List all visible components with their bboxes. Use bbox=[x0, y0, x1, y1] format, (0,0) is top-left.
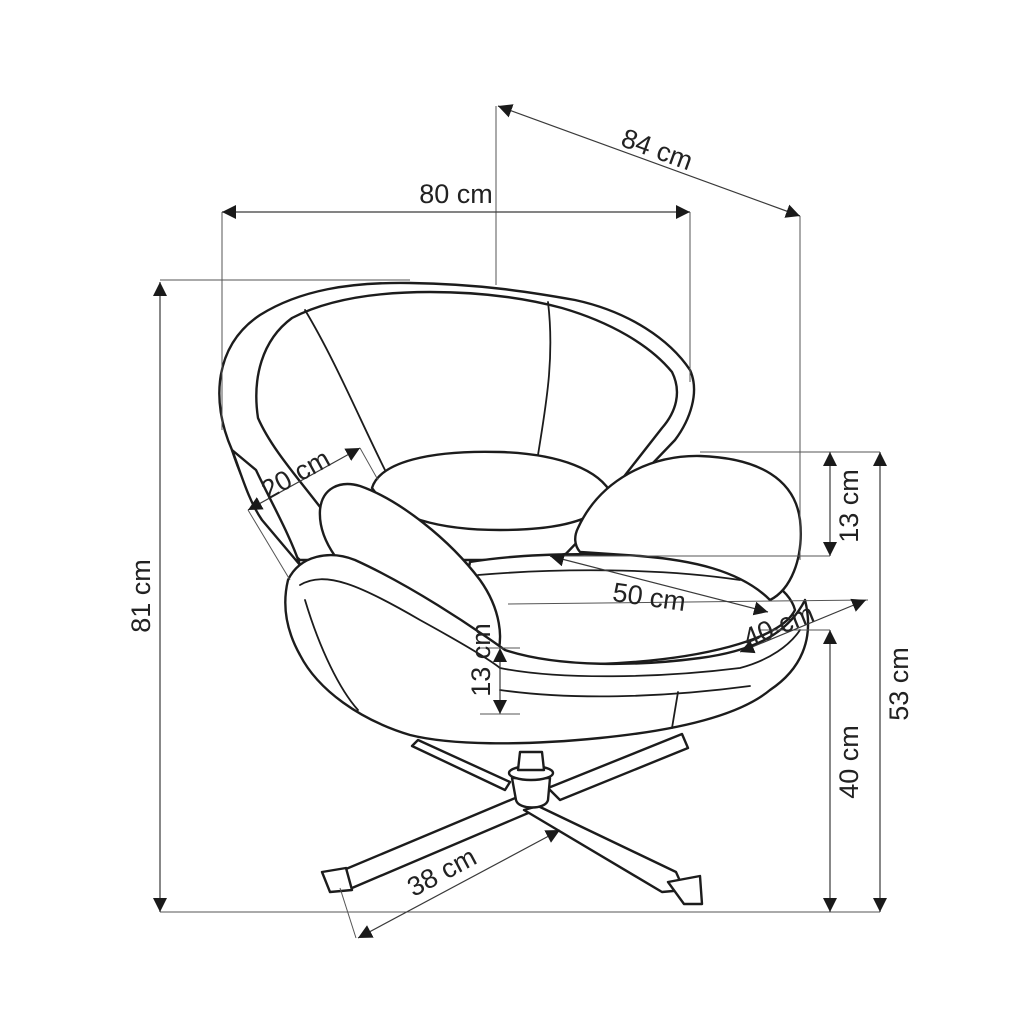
label-armrest-floor: 53 cm bbox=[884, 647, 914, 721]
base-foot-left bbox=[320, 866, 354, 894]
label-width-total: 80 cm bbox=[419, 179, 493, 209]
front-shell-seam bbox=[499, 685, 751, 698]
dim-line-seat-width bbox=[549, 552, 769, 616]
back-seam-right bbox=[537, 301, 552, 456]
dimension-lines bbox=[153, 104, 887, 939]
label-cushion-thickness: 13 cm bbox=[466, 623, 496, 697]
dim-line-seat-depth bbox=[739, 598, 867, 654]
label-height-total: 81 cm bbox=[126, 559, 156, 633]
dim-line-depth-total bbox=[497, 104, 801, 218]
swivel-column bbox=[516, 750, 546, 772]
ext-line-armrest-left bbox=[247, 509, 291, 581]
armchair bbox=[218, 281, 810, 906]
dim-line-base-leg bbox=[357, 829, 561, 939]
base-leg-back-left bbox=[410, 738, 512, 792]
swivel-base bbox=[320, 732, 704, 906]
base-leg-front-right bbox=[522, 804, 686, 894]
back-seam-left bbox=[304, 309, 386, 471]
label-armrest-height: 13 cm bbox=[834, 469, 864, 543]
front-shell-side-seam bbox=[304, 599, 359, 711]
label-depth-total: 84 cm bbox=[617, 123, 696, 176]
base-hub bbox=[510, 776, 552, 809]
dim-line-armrest-width bbox=[247, 447, 361, 511]
ext-line-leg-end bbox=[339, 887, 357, 939]
ext-line-armrest-right bbox=[359, 447, 379, 481]
base-leg-back bbox=[546, 732, 690, 802]
base-foot-right bbox=[666, 874, 704, 906]
front-shell-panel-seam bbox=[671, 691, 679, 729]
front-shell-rim-left bbox=[299, 578, 501, 669]
label-seat-height: 40 cm bbox=[834, 725, 864, 799]
